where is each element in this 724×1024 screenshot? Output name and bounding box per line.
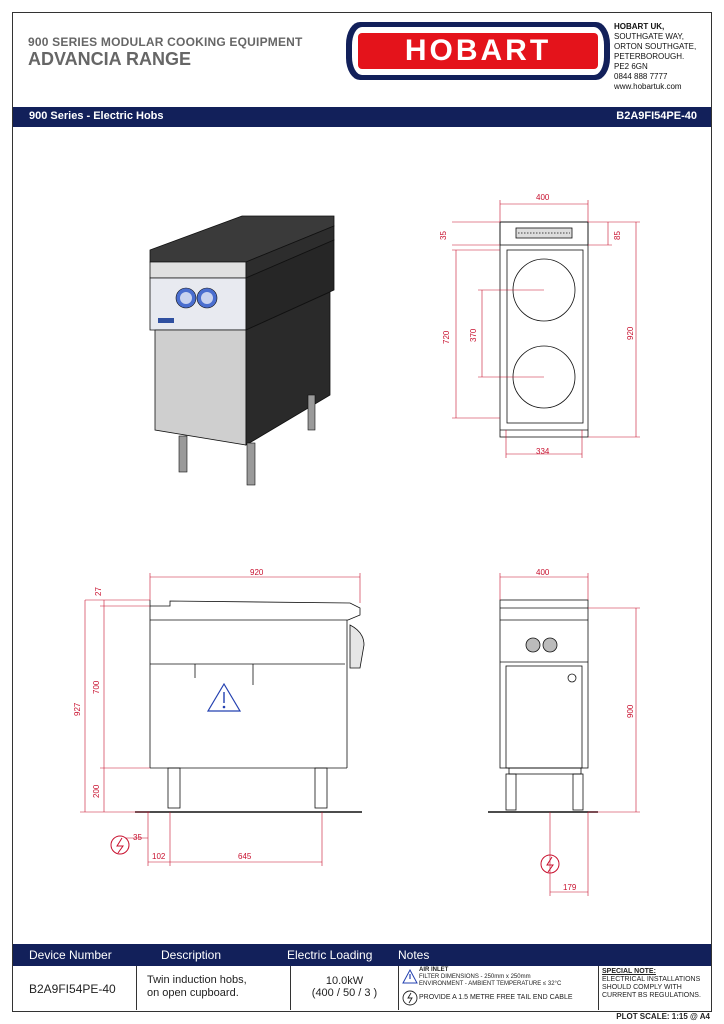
warning-icon (402, 969, 418, 984)
address-line: ORTON SOUTHGATE, (614, 42, 697, 51)
address-phone: 0844 888 7777 (614, 72, 668, 81)
product-category: 900 Series - Electric Hobs (29, 110, 164, 122)
address-company: HOBART UK, (614, 22, 665, 31)
description-line: on open cupboard. (147, 987, 239, 999)
header-device-number: Device Number (29, 948, 112, 962)
dim-side-offset: 102 (152, 852, 166, 861)
top-view (499, 221, 589, 438)
front-electric-symbol-icon (540, 854, 560, 874)
notes: AIR INLET FILTER DIMENSIONS - 250mm x 25… (399, 966, 599, 1010)
dim-side-length: 920 (250, 568, 264, 577)
address-line: PETERBOROUGH. (614, 52, 685, 61)
page-frame (12, 12, 712, 1012)
dim-top-width: 400 (536, 193, 550, 202)
description-line: Twin induction hobs, (147, 974, 247, 986)
note-filter: FILTER DIMENSIONS - 250mm x 250mm (419, 974, 531, 980)
header-electric-loading: Electric Loading (287, 948, 373, 962)
front-view (488, 599, 598, 813)
loading-power: 10.0kW (325, 975, 364, 987)
special-note-title: SPECIAL NOTE: (602, 968, 656, 975)
special-note-line: SHOULD COMPLY WITH (602, 984, 682, 991)
company-address: HOBART UK, SOUTHGATE WAY, ORTON SOUTHGAT… (614, 22, 696, 92)
plot-scale: PLOT SCALE: 1:15 @ A4 (616, 1012, 710, 1021)
front-view-dimensions (499, 573, 640, 896)
special-note-line: ELECTRICAL INSTALLATIONS (602, 976, 701, 983)
address-website[interactable]: www.hobartuk.com (614, 82, 682, 91)
note-environment: ENVIRONMENT - AMBIENT TEMPERATURE ≤ 32°C (419, 981, 562, 987)
range-title: ADVANCIA RANGE (28, 49, 192, 69)
dim-front-height: 900 (626, 704, 635, 718)
logo-text: HOBART (404, 34, 552, 67)
spec-table-row: B2A9FI54PE-40 Twin induction hobs, on op… (13, 966, 711, 1010)
product-code: B2A9FI54PE-40 (616, 110, 697, 122)
dim-top-rear-right: 85 (613, 231, 622, 240)
electric-loading: 10.0kW (400 / 50 / 3 ) (291, 966, 399, 1010)
dim-side-service: 35 (133, 833, 142, 842)
dim-side-legs: 200 (92, 784, 101, 798)
side-view-dimensions (80, 573, 361, 866)
dim-top-bottom: 334 (536, 447, 550, 456)
electric-symbol-icon (402, 990, 418, 1006)
note-cable: PROVIDE A 1.5 METRE FREE TAIL END CABLE (419, 994, 573, 1001)
dim-front-width: 400 (536, 568, 550, 577)
dim-side-body: 700 (92, 680, 101, 694)
address-line: SOUTHGATE WAY, (614, 32, 684, 41)
dim-side-overall-height: 927 (73, 702, 82, 716)
note-air-inlet: AIR INLET (419, 967, 449, 973)
side-view (135, 600, 365, 813)
dim-burner-pitch: 370 (469, 328, 478, 342)
dim-top-overall-depth: 920 (626, 326, 635, 340)
device-number: B2A9FI54PE-40 (13, 966, 137, 1010)
address-line: PE2 6GN (614, 62, 648, 71)
dim-top-rear: 35 (439, 231, 448, 240)
special-note: SPECIAL NOTE: ELECTRICAL INSTALLATIONS S… (599, 966, 711, 1010)
description: Twin induction hobs, on open cupboard. (137, 966, 291, 1010)
special-note-line: CURRENT BS REGULATIONS. (602, 992, 701, 999)
header-notes: Notes (398, 948, 430, 962)
hobart-logo: HOBART (346, 22, 610, 80)
top-view-dimensions (452, 200, 640, 458)
side-electric-symbol-icon (110, 835, 130, 855)
header-description: Description (161, 948, 222, 962)
dim-side-cable: 645 (238, 852, 252, 861)
dim-top-depth: 720 (442, 330, 451, 344)
loading-supply: (400 / 50 / 3 ) (311, 987, 378, 999)
dim-side-top: 27 (94, 587, 103, 596)
isometric-view (149, 215, 335, 486)
dim-front-cable: 179 (563, 883, 577, 892)
title-bar: 900 Series - Electric Hobs B2A9FI54PE-40 (13, 107, 711, 127)
series-title: 900 SERIES MODULAR COOKING EQUIPMENT (28, 35, 303, 49)
spec-table-header: Device Number Description Electric Loadi… (13, 944, 711, 966)
